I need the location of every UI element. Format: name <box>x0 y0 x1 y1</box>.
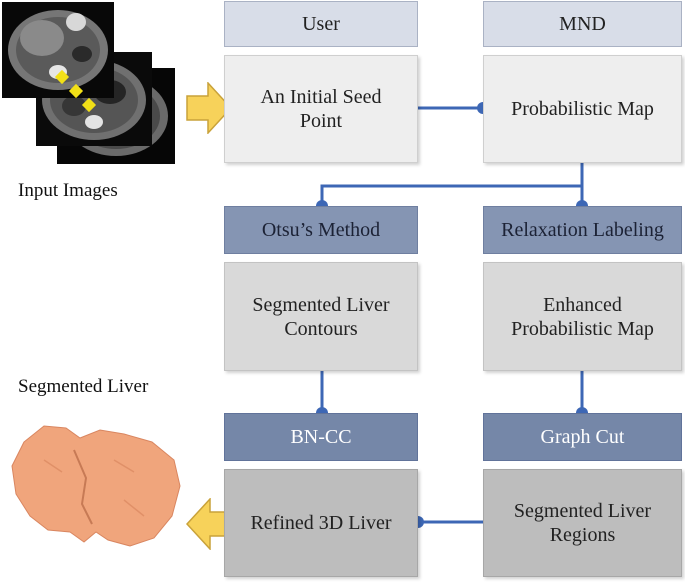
enhanced-map-box: Enhanced Probabilistic Map <box>483 262 682 371</box>
seed-point-box: An Initial Seed Point <box>224 55 418 163</box>
liver-shape <box>11 425 181 547</box>
probabilistic-map-box: Probabilistic Map <box>483 55 682 163</box>
segmented-contours-box: Segmented Liver Contours <box>224 262 418 371</box>
input-images-stack <box>2 2 175 164</box>
refined-liver-box: Refined 3D Liver <box>224 469 418 577</box>
input-arrow <box>186 82 232 134</box>
mnd-header: MND <box>483 1 682 47</box>
graph-cut-header: Graph Cut <box>483 413 682 461</box>
otsu-method-header: Otsu’s Method <box>224 206 418 254</box>
bn-cc-header: BN-CC <box>224 413 418 461</box>
input-images-label: Input Images <box>18 180 118 201</box>
segmented-liver-label: Segmented Liver <box>18 376 149 397</box>
segmented-regions-box: Segmented Liver Regions <box>483 469 682 577</box>
ct-slice-front <box>2 2 114 98</box>
segmented-liver-render <box>11 425 181 547</box>
user-header: User <box>224 1 418 47</box>
relaxation-labeling-header: Relaxation Labeling <box>483 206 682 254</box>
